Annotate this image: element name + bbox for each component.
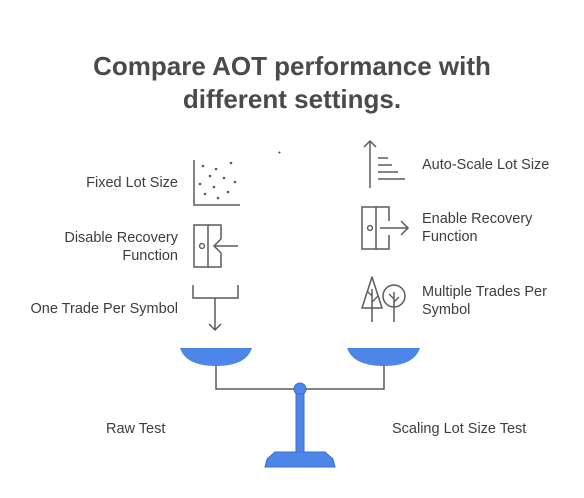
balance-scale-icon	[0, 340, 584, 470]
label-one-trade-per-symbol: One Trade Per Symbol	[30, 301, 179, 317]
label-scaling-lot-size-test: Scaling Lot Size Test	[392, 421, 527, 437]
column	[295, 393, 305, 453]
page-title: Compare AOT performance with different s…	[93, 51, 491, 114]
pivot	[293, 382, 307, 396]
enter-door-icon	[190, 222, 242, 270]
label-multiple-trades-per-symbol: Multiple Trades Per Symbol	[422, 284, 547, 318]
label-enable-recovery: Enable Recovery Function	[422, 211, 533, 245]
right-pan	[347, 348, 420, 366]
label-raw-test: Raw Test	[106, 421, 166, 437]
trees-icon	[358, 274, 410, 324]
base	[264, 451, 336, 468]
label-disable-recovery: Disable Recovery Function	[64, 230, 178, 264]
scale-up-arrow-icon	[362, 138, 408, 190]
label-fixed-lot-size: Fixed Lot Size	[86, 175, 178, 191]
exit-door-icon	[358, 204, 412, 252]
scatter-plot-icon	[190, 158, 242, 208]
bracket-down-arrow-icon	[190, 284, 242, 334]
decorative-dot	[278, 151, 281, 154]
label-auto-scale-lot-size: Auto-Scale Lot Size	[422, 157, 550, 173]
left-pan	[180, 348, 252, 366]
